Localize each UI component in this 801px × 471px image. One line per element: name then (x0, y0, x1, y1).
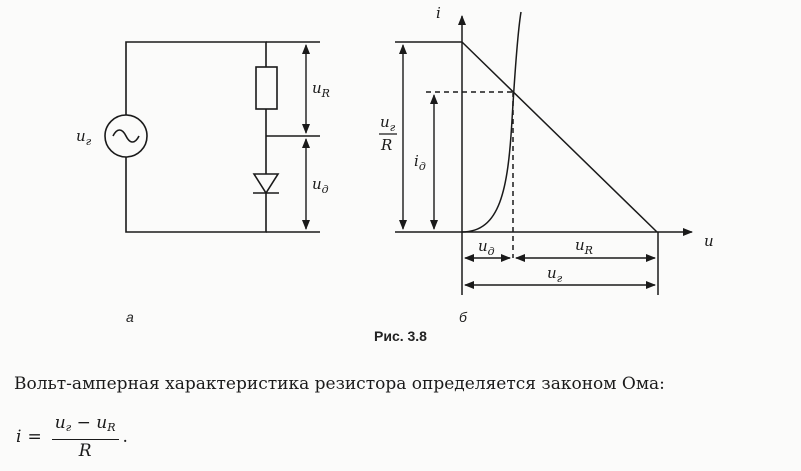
graph (395, 11, 693, 295)
formula-fraction: uг − uR R (51, 413, 119, 461)
formula-eq: = (27, 427, 42, 447)
graph-dimension-arrows (399, 44, 656, 289)
source-label: uг (76, 127, 92, 148)
diode-iv-curve (461, 11, 522, 233)
body-paragraph: Вольт-амперная характеристика резистора … (14, 374, 665, 394)
ohm-law-formula: i = uг − uR R . (16, 413, 128, 461)
panel-label-b: б (459, 309, 468, 325)
formula-denominator: R (78, 441, 92, 461)
ud-graph-label: uд (478, 237, 495, 258)
formula-lhs: i (16, 427, 22, 447)
y-axis-label: i (436, 4, 441, 22)
intercept-label: uг R (379, 113, 397, 154)
ur-graph-label: uR (575, 236, 593, 257)
circuit-diagram (104, 41, 320, 233)
id-label: iд (414, 152, 426, 173)
formula-numerator: uг − uR (51, 413, 119, 440)
svg-text:uг: uг (380, 113, 396, 134)
panel-label-a: а (126, 309, 134, 325)
ug-graph-label: uг (547, 264, 563, 285)
load-line (461, 41, 658, 233)
svg-text:R: R (380, 136, 392, 154)
ur-label: uR (312, 79, 330, 100)
x-axis-label: u (704, 232, 714, 250)
source-sine-icon (112, 129, 140, 143)
formula-end: . (122, 427, 128, 447)
diode (252, 173, 280, 195)
figure-3-8: uг uR uд а i u uг R iд uд uR uг б (76, 4, 714, 325)
resistor (255, 66, 278, 110)
ud-label: uд (312, 175, 329, 196)
figure-caption: Рис. 3.8 (374, 328, 427, 344)
